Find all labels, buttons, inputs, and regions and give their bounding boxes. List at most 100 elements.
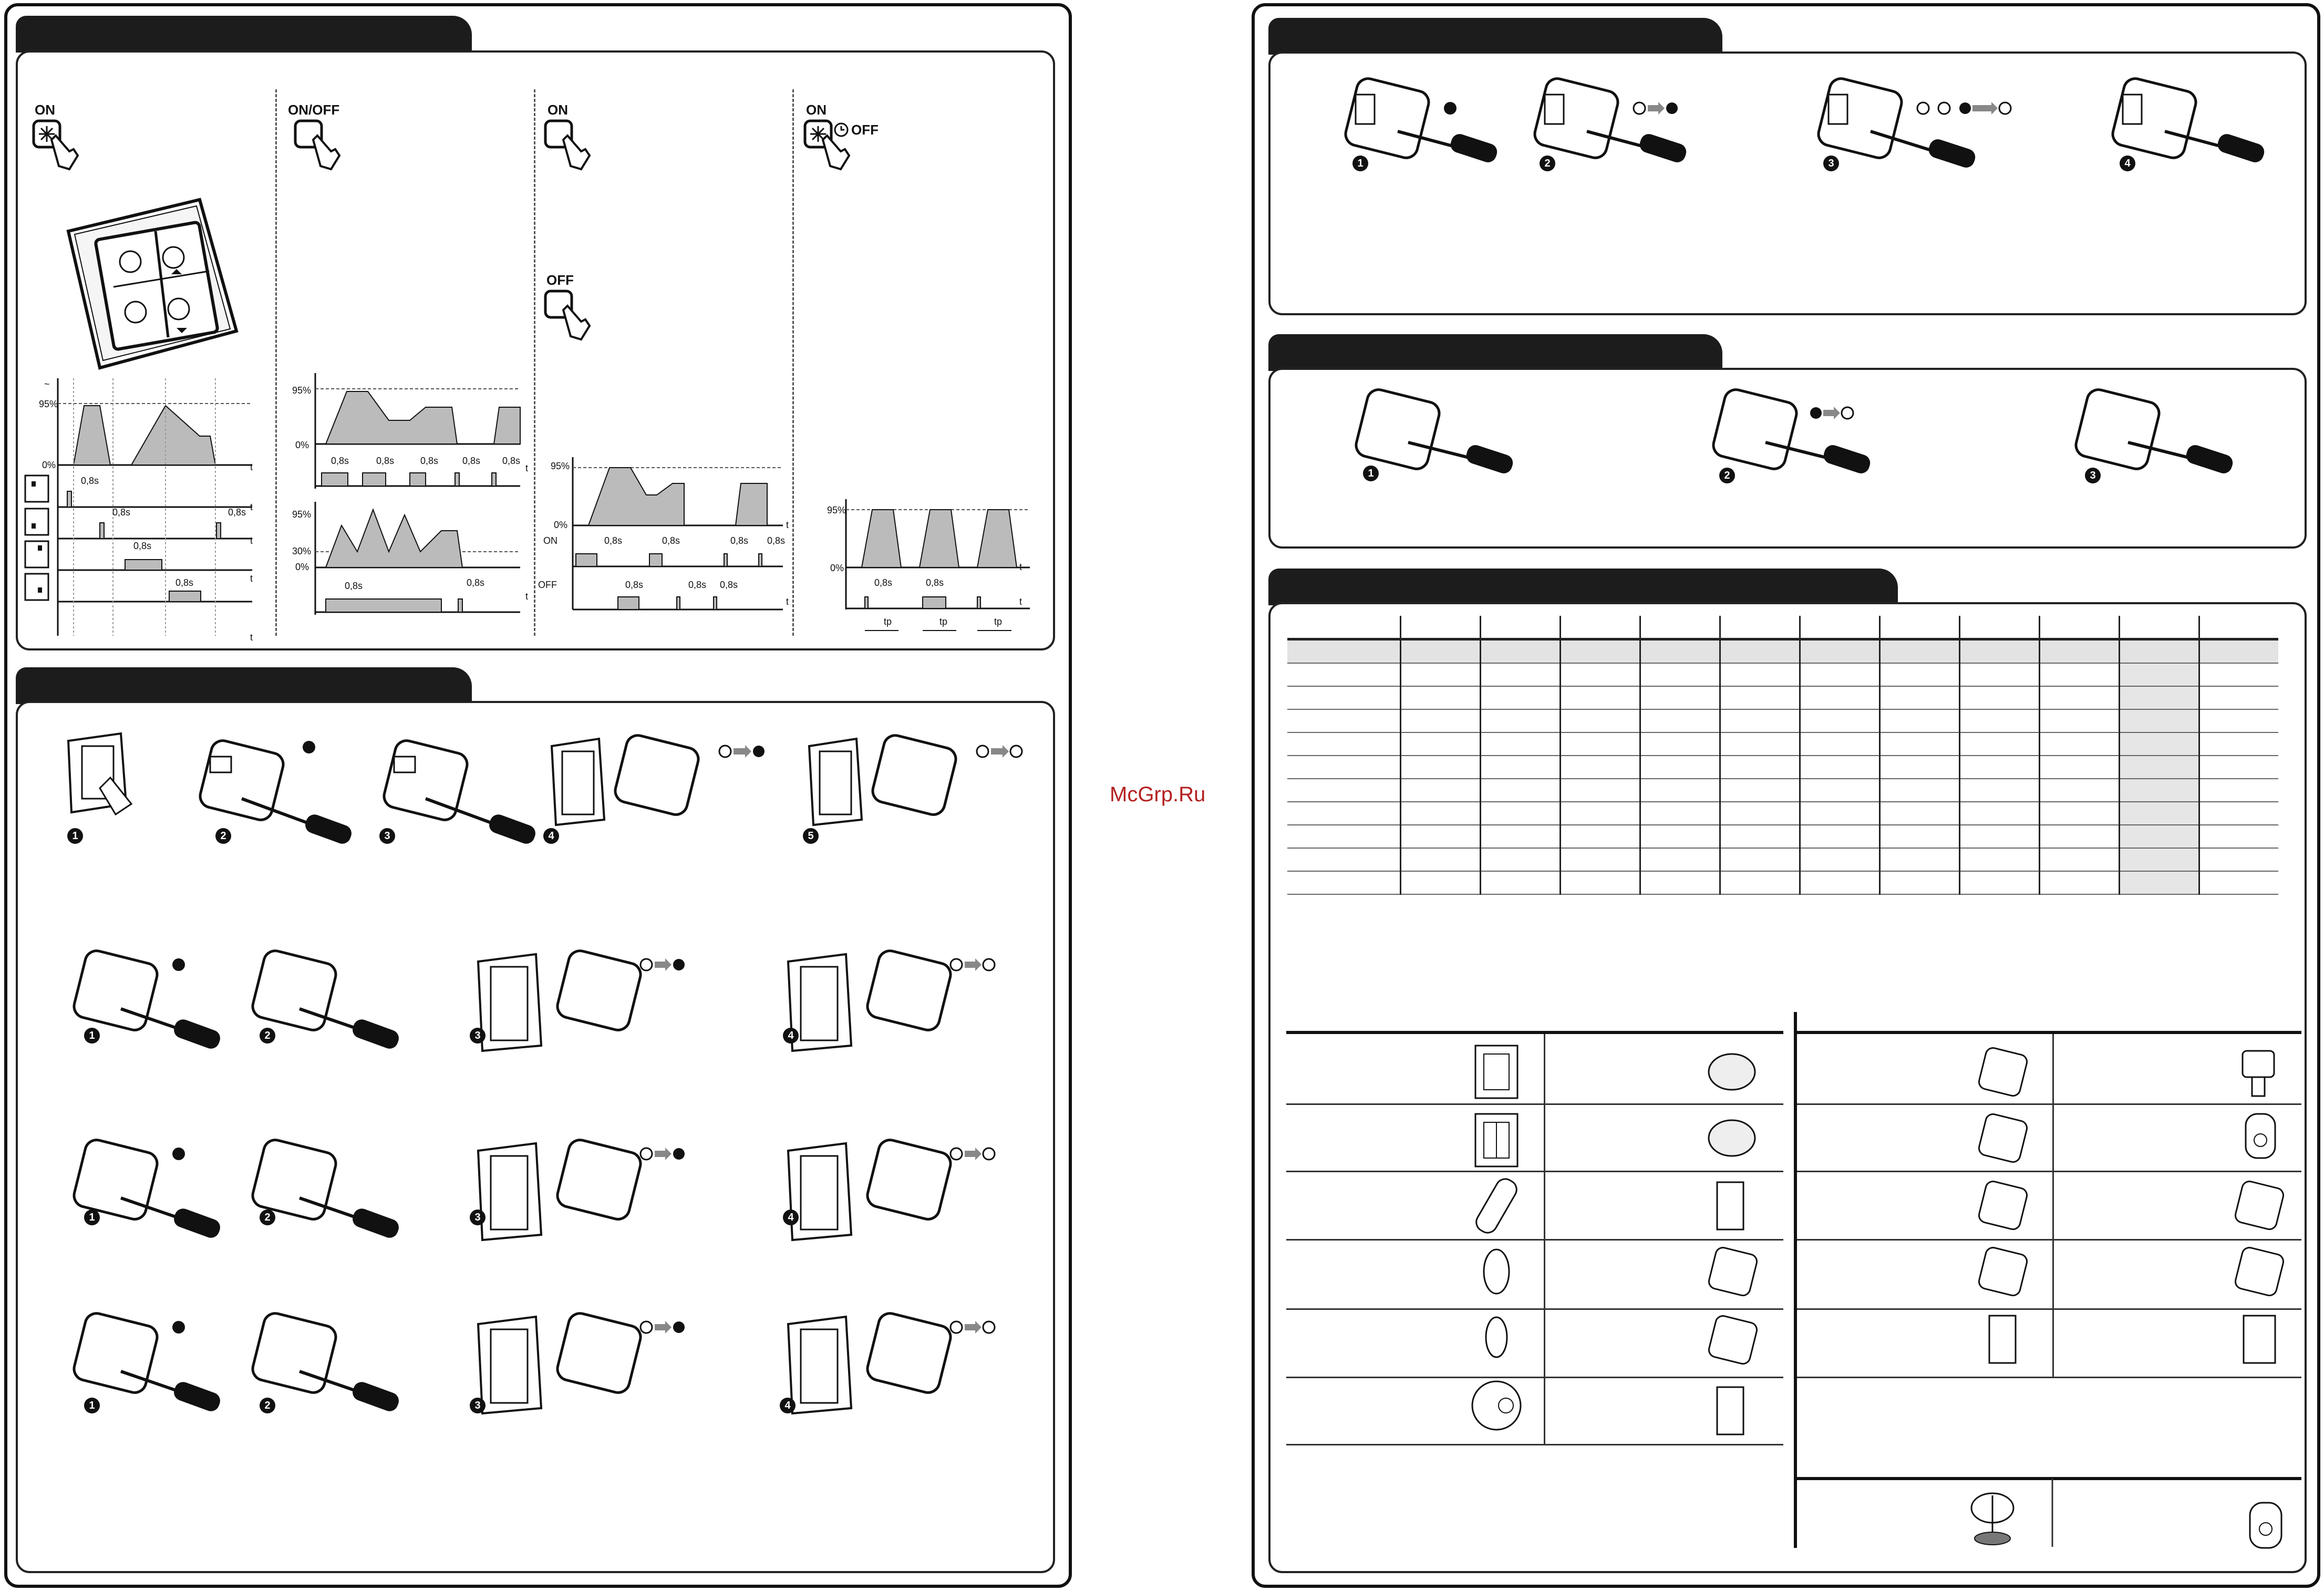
plug-icon xyxy=(2245,1113,2276,1159)
press-time-label: 0,8s xyxy=(331,456,349,466)
signal-off-label: OFF xyxy=(538,580,557,590)
product-row xyxy=(1286,1103,1783,1105)
product-list-divider xyxy=(1794,1012,1797,1548)
press-time-label: 0,8s xyxy=(467,577,485,588)
installation-steps-row-1 xyxy=(67,732,1023,844)
on-label: ON xyxy=(806,102,827,118)
receiver-module-icon xyxy=(199,739,352,844)
timing-diagram-4 xyxy=(845,499,1030,631)
level-0: 0% xyxy=(295,562,309,572)
receiver-module-icon xyxy=(383,739,535,844)
dim-symbol: ~ xyxy=(44,379,50,389)
switch-double-icon xyxy=(1474,1113,1519,1168)
din-module-icon xyxy=(1716,1181,1744,1231)
section-panel-2 xyxy=(16,701,1055,1573)
pulse-tp-label: tp xyxy=(939,616,948,627)
din-module-icon xyxy=(1716,1386,1744,1435)
time-axis: t xyxy=(525,591,529,602)
product-row xyxy=(1286,1377,1783,1378)
product-row xyxy=(1286,1308,1783,1310)
time-axis: t xyxy=(525,463,529,473)
thermostat-icon xyxy=(1471,1380,1522,1431)
product-row xyxy=(1797,1103,2301,1105)
step-number: 1 xyxy=(1363,466,1379,481)
press-time-label: 0,8s xyxy=(688,580,707,590)
level-95: 95% xyxy=(292,385,312,396)
receiver-module-icon xyxy=(2234,1180,2285,1231)
section-tab-2 xyxy=(16,667,472,704)
product-row xyxy=(1797,1308,2301,1310)
level-0: 0% xyxy=(42,460,56,470)
column-divider xyxy=(275,89,277,636)
receiver-module-icon xyxy=(1978,1180,2028,1231)
level-95: 95% xyxy=(551,461,570,471)
installation-steps-rows xyxy=(68,949,1046,1429)
press-time-label: 0,8s xyxy=(228,507,246,518)
time-axis: t xyxy=(1019,562,1022,572)
step-number: 1 xyxy=(84,1398,100,1413)
receiver-module-icon xyxy=(1708,1315,1758,1365)
product-row xyxy=(1286,1444,1783,1445)
level-0: 0% xyxy=(554,520,568,530)
press-time-label: 0,8s xyxy=(133,541,152,551)
switch-icon xyxy=(67,732,133,816)
watermark: McGrp.Ru xyxy=(1110,783,1206,806)
product-row xyxy=(1797,1377,2301,1378)
step-number: 2 xyxy=(1540,156,1555,171)
signal-on-label: ON xyxy=(543,535,557,546)
remote-small-icon xyxy=(1485,1316,1508,1358)
timing-diagram-2 xyxy=(314,373,521,615)
column-divider xyxy=(534,89,535,636)
press-time-label: 0,8s xyxy=(767,535,786,546)
product-icons-left xyxy=(1471,1045,1758,1435)
step-number: 2 xyxy=(215,828,231,844)
press-time-label: 0,8s xyxy=(730,535,749,546)
press-time-label: 0,8s xyxy=(662,535,680,546)
time-axis: t xyxy=(250,535,253,546)
step-number: 2 xyxy=(1719,468,1735,483)
push-button-icon xyxy=(803,119,851,171)
pulse-tp-label: tp xyxy=(884,616,892,627)
receiver-module-icon xyxy=(1978,1113,2028,1163)
on-label: ON xyxy=(548,102,568,118)
time-axis: t xyxy=(786,520,789,530)
press-time-label: 0,8s xyxy=(720,580,738,590)
on-off-label: ON/OFF xyxy=(288,102,340,118)
time-axis: t xyxy=(250,462,253,472)
push-button-icon xyxy=(294,119,341,171)
time-axis: t xyxy=(250,632,253,643)
step-number: 1 xyxy=(1352,156,1368,171)
on-label: ON xyxy=(35,102,55,118)
step-number: 3 xyxy=(470,1028,486,1044)
press-time-label: 0,8s xyxy=(502,456,521,466)
step-number: 2 xyxy=(260,1210,275,1225)
level-95: 95% xyxy=(292,509,312,520)
clock-icon xyxy=(834,122,849,137)
wall-switch-icon xyxy=(66,198,239,370)
press-time-label: 0,8s xyxy=(81,476,99,486)
reset-steps xyxy=(1344,77,2265,168)
step-number: 1 xyxy=(67,828,83,844)
press-time-label: 0,8s xyxy=(926,577,944,588)
product-list-col-divider xyxy=(2052,1034,2054,1377)
product-list-header xyxy=(1797,1031,2301,1034)
receiver-module-icon xyxy=(1708,1246,1758,1297)
section-tab-1 xyxy=(16,16,472,53)
product-row xyxy=(1286,1239,1783,1241)
push-button-icon xyxy=(32,119,79,171)
plug-icon xyxy=(2249,1502,2282,1549)
product-row xyxy=(1286,1171,1783,1172)
section-tab-r2 xyxy=(1268,334,1722,371)
timing-diagram-1 xyxy=(24,378,252,636)
press-time-label: 0,8s xyxy=(420,456,439,466)
press-time-label: 0,8s xyxy=(604,535,623,546)
step-number: 4 xyxy=(780,1398,796,1413)
press-time-label: 0,8s xyxy=(625,580,644,590)
step-number: 3 xyxy=(2085,468,2101,483)
receiver-module-icon xyxy=(1978,1246,2028,1297)
level-95: 95% xyxy=(39,399,58,409)
time-axis: t xyxy=(786,596,789,607)
step-number: 4 xyxy=(783,1210,799,1225)
step-number: 3 xyxy=(1823,156,1839,171)
bulb-socket-icon xyxy=(2242,1050,2275,1097)
